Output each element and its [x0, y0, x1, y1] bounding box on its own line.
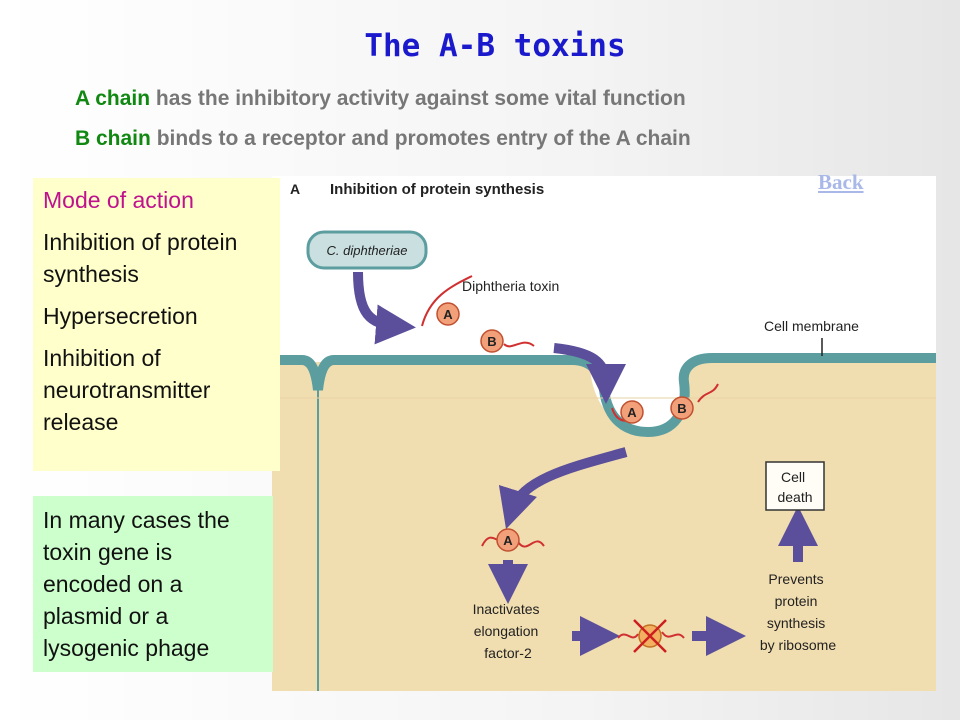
cell-death-line-2: death — [777, 489, 812, 505]
c-diphtheriae-label: C. diphtheriae — [327, 243, 408, 258]
inactivates-line-2: elongation — [474, 623, 539, 639]
prevents-line-1: Prevents — [768, 571, 823, 587]
b-chain-description: B chain binds to a receptor and promotes… — [75, 127, 691, 151]
plasmid-note-text: In many cases the toxin gene is encoded … — [43, 507, 230, 661]
diphtheria-toxin-figure: A Inhibition of protein synthesis C. dip… — [272, 176, 936, 691]
secretion-arrow — [353, 271, 416, 345]
cell-membrane-label: Cell membrane — [764, 318, 859, 334]
binding-arrow — [553, 343, 626, 404]
cell-death-box — [765, 461, 825, 511]
toxin-a-label: A — [443, 307, 453, 322]
b-chain-term: B chain — [75, 127, 151, 150]
cell-death-line-1: Cell — [781, 469, 805, 485]
released-a-chain — [496, 528, 520, 552]
a-chain-description: A chain has the inhibitory activity agai… — [75, 87, 686, 111]
internalized-b-label: B — [677, 401, 686, 416]
prevents-synthesis-label: Prevents protein synthesis by ribosome — [760, 571, 836, 653]
internalized-a-chain — [620, 400, 644, 424]
internalized-a-label: A — [627, 405, 637, 420]
mode-item-hypersecretion: Hypersecretion — [43, 303, 198, 329]
panel-letter: A — [290, 181, 300, 197]
internalized-b-chain — [670, 396, 694, 420]
toxin-b-label: B — [487, 334, 496, 349]
cytoplasm-region — [272, 358, 936, 691]
prevents-line-4: by ribosome — [760, 637, 836, 653]
panel-title: Inhibition of protein synthesis — [330, 181, 544, 198]
back-link[interactable]: Back — [818, 170, 864, 194]
mode-item-protein-synthesis: Inhibition of protein synthesis — [43, 229, 238, 287]
a-chain-release-arrow — [498, 447, 628, 530]
inactivates-line-3: factor-2 — [484, 645, 532, 661]
c-diphtheriae-cell — [306, 230, 428, 270]
toxin-b-chain — [480, 329, 504, 353]
figure-svg: A Inhibition of protein synthesis C. dip… — [272, 181, 936, 691]
inactivates-ef2-label: Inactivates elongation factor-2 — [473, 601, 544, 661]
prevents-line-2: protein — [775, 593, 818, 609]
toxin-a-chain — [436, 302, 460, 326]
prevents-line-3: synthesis — [767, 615, 825, 631]
released-a-label: A — [503, 533, 513, 548]
a-chain-text: has the inhibitory activity against some… — [150, 87, 686, 110]
cell-death-label: Cell death — [777, 469, 812, 505]
mode-of-action-box: Mode of action Inhibition of protein syn… — [33, 178, 280, 471]
mode-item-neurotransmitter: Inhibition of neurotransmitter release — [43, 345, 211, 435]
slide-title: The A-B toxins — [364, 28, 626, 64]
mode-of-action-heading: Mode of action — [43, 187, 194, 213]
diphtheria-toxin-label: Diphtheria toxin — [462, 278, 559, 294]
plasmid-note-box: In many cases the toxin gene is encoded … — [33, 496, 273, 672]
inactivates-line-1: Inactivates — [473, 601, 540, 617]
a-chain-term: A chain — [75, 87, 151, 110]
b-chain-text: binds to a receptor and promotes entry o… — [150, 127, 691, 150]
